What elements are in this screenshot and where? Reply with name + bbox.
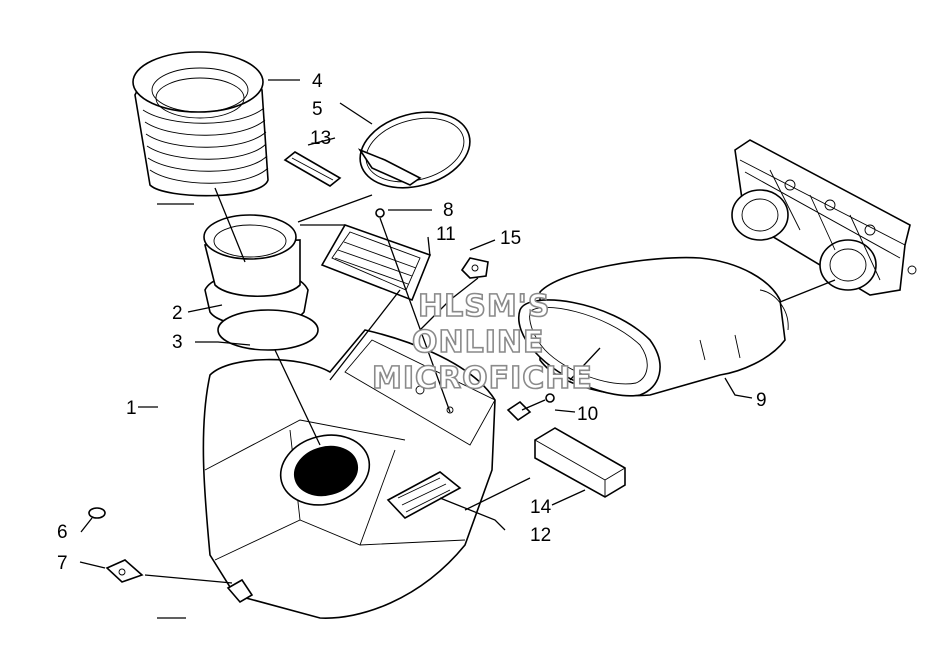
part-14-foam-block: [534, 427, 626, 498]
label-part-10: 10: [577, 404, 598, 425]
part-labels: 4 5 13 8 11 15 2 3 1 9 10 14 12 6 7: [57, 71, 767, 574]
part-11-filter: [320, 224, 432, 302]
part-10-fitting: [506, 393, 555, 422]
label-part-9: 9: [756, 390, 767, 411]
part-5-clamp: [357, 111, 471, 189]
label-part-4: 4: [312, 71, 323, 92]
watermark-line-3: MICROFICHE: [372, 361, 593, 396]
watermark: HLSM'S ONLINE MICROFICHE: [371, 288, 593, 397]
part-15-clip: [460, 257, 489, 279]
carburetor-assembly: [731, 139, 917, 296]
part-4-boot: [132, 51, 269, 205]
watermark-line-2: ONLINE: [412, 325, 545, 360]
label-part-3: 3: [172, 332, 183, 353]
label-part-6: 6: [57, 522, 68, 543]
label-part-14: 14: [530, 497, 552, 518]
label-part-12: 12: [530, 525, 551, 546]
label-part-5: 5: [312, 99, 323, 120]
label-part-8: 8: [443, 200, 454, 221]
part-3-gasket: [217, 309, 319, 351]
part-1-housing: [202, 329, 496, 619]
label-part-7: 7: [57, 553, 68, 574]
part-6-cap: [88, 507, 106, 519]
label-part-13: 13: [310, 128, 331, 149]
leader-lines: [79, 79, 836, 619]
label-part-2: 2: [172, 303, 183, 324]
part-2-adapter: [203, 214, 309, 327]
label-part-1: 1: [126, 398, 137, 419]
part-9-intake-tube: [518, 256, 789, 397]
part-8-screw: [375, 208, 385, 218]
label-part-11: 11: [436, 224, 456, 245]
part-13-strip: [283, 151, 342, 187]
label-part-15: 15: [500, 228, 521, 249]
watermark-line-1: HLSM'S: [418, 289, 550, 324]
part-7-bracket: [105, 559, 144, 583]
